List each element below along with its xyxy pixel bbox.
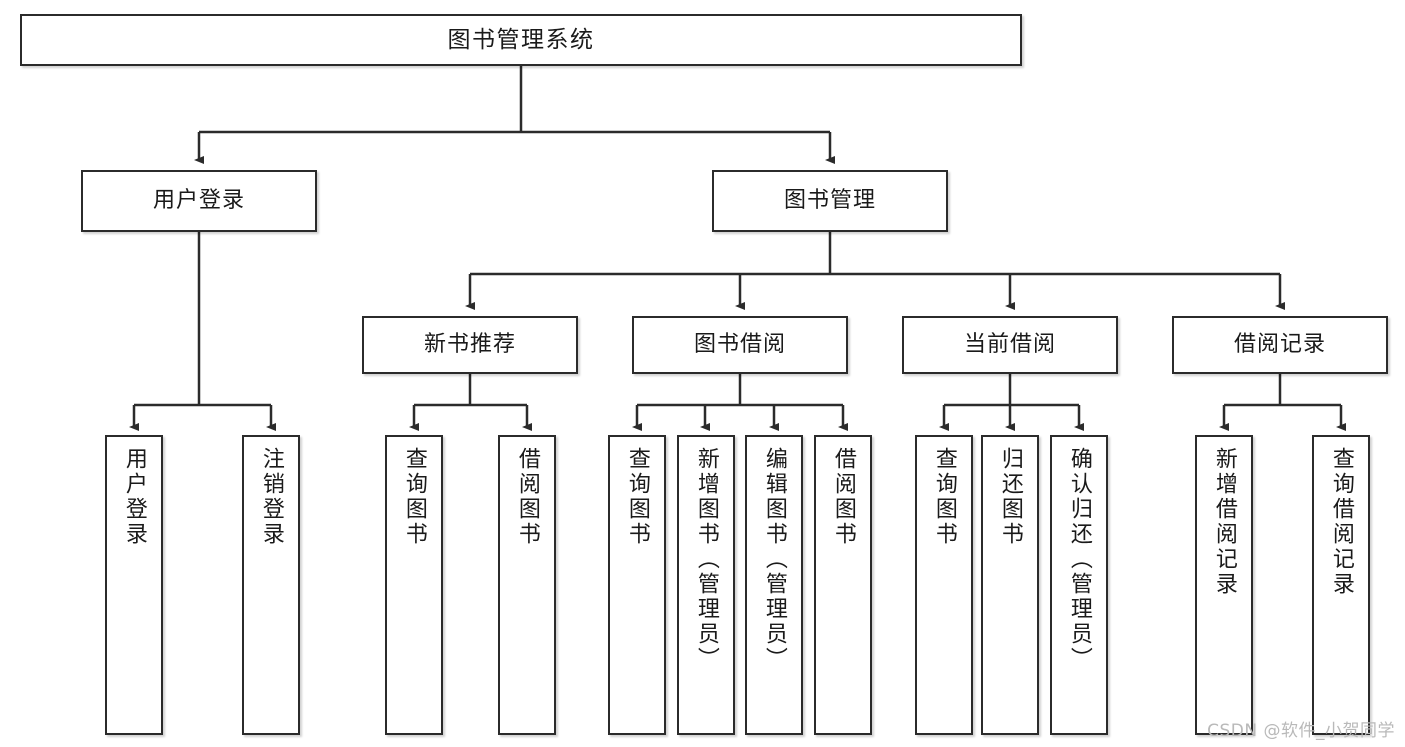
leaf-current-return-book[interactable]: 归还图书 bbox=[981, 435, 1039, 735]
node-current-borrow[interactable]: 当前借阅 bbox=[902, 316, 1118, 374]
leaf-borrow-edit-book-admin[interactable]: 编辑图书（管理员） bbox=[745, 435, 803, 735]
node-label: 用户登录 bbox=[121, 447, 147, 547]
node-label: 确认归还（管理员） bbox=[1066, 447, 1092, 672]
node-new-book-recommend[interactable]: 新书推荐 bbox=[362, 316, 578, 374]
node-label: 编辑图书（管理员） bbox=[761, 447, 787, 672]
node-label: 查询图书 bbox=[401, 447, 427, 547]
node-label: 图书借阅 bbox=[693, 332, 786, 358]
node-label: 用户登录 bbox=[152, 188, 245, 214]
node-label: 图书管理 bbox=[783, 188, 876, 214]
node-label: 查询图书 bbox=[624, 447, 650, 547]
node-book-management[interactable]: 图书管理 bbox=[712, 170, 948, 232]
watermark-text: CSDN @软件_小贺同学 bbox=[1207, 721, 1395, 741]
leaf-user-login-logout[interactable]: 注销登录 bbox=[242, 435, 300, 735]
leaf-borrow-query-book[interactable]: 查询图书 bbox=[608, 435, 666, 735]
leaf-record-query-record[interactable]: 查询借阅记录 bbox=[1312, 435, 1370, 735]
node-label: 借阅图书 bbox=[514, 447, 540, 547]
node-root-system[interactable]: 图书管理系统 bbox=[20, 14, 1022, 66]
node-label: 新增图书（管理员） bbox=[693, 447, 719, 672]
node-label: 查询借阅记录 bbox=[1328, 447, 1354, 597]
node-label: 新增借阅记录 bbox=[1211, 447, 1237, 597]
node-label: 图书管理系统 bbox=[447, 26, 595, 53]
leaf-current-confirm-return-admin[interactable]: 确认归还（管理员） bbox=[1050, 435, 1108, 735]
leaf-user-login-login[interactable]: 用户登录 bbox=[105, 435, 163, 735]
node-book-borrow[interactable]: 图书借阅 bbox=[632, 316, 848, 374]
leaf-record-add-record[interactable]: 新增借阅记录 bbox=[1195, 435, 1253, 735]
leaf-current-query-book[interactable]: 查询图书 bbox=[915, 435, 973, 735]
leaf-borrow-borrow-book[interactable]: 借阅图书 bbox=[814, 435, 872, 735]
node-label: 注销登录 bbox=[258, 447, 284, 547]
leaf-recommend-borrow-book[interactable]: 借阅图书 bbox=[498, 435, 556, 735]
node-user-login[interactable]: 用户登录 bbox=[81, 170, 317, 232]
node-borrow-record[interactable]: 借阅记录 bbox=[1172, 316, 1388, 374]
leaf-borrow-add-book-admin[interactable]: 新增图书（管理员） bbox=[677, 435, 735, 735]
node-label: 归还图书 bbox=[997, 447, 1023, 547]
node-label: 新书推荐 bbox=[423, 332, 516, 358]
node-label: 借阅记录 bbox=[1233, 332, 1326, 358]
leaf-recommend-query-book[interactable]: 查询图书 bbox=[385, 435, 443, 735]
node-label: 查询图书 bbox=[931, 447, 957, 547]
node-label: 当前借阅 bbox=[963, 332, 1056, 358]
node-label: 借阅图书 bbox=[830, 447, 856, 547]
